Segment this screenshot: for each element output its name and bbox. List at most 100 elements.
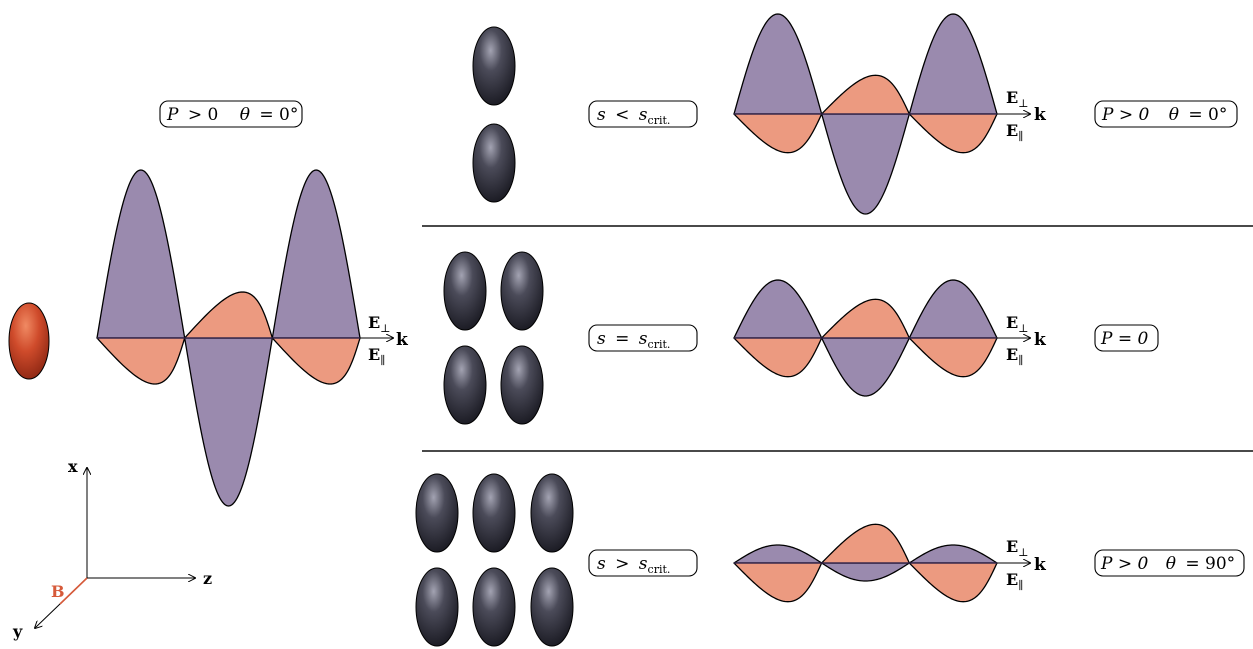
e-perp-lobe (733, 13, 823, 115)
ellipsoid (530, 473, 574, 553)
p-condition: P > 0 (1100, 554, 1148, 574)
e-par-lobe (908, 337, 998, 378)
b-field-label: B (51, 582, 65, 601)
s-symbol: s (597, 329, 606, 349)
e-par-label: E (1006, 121, 1018, 140)
ellipsoid (443, 345, 487, 425)
e-perp-label: E (1006, 537, 1018, 556)
e-perp-lobe (908, 13, 998, 115)
svg-text:P > 0 θ =: P > 0 θ = 0° (1101, 105, 1227, 125)
e-par-subscript: ∥ (1018, 354, 1023, 367)
svg-text:s = scrit.: s = scrit. (597, 329, 670, 351)
row-1: s < scrit. E⊥ k E∥ P > 0 θ = 0° (472, 13, 1238, 215)
crit-subscript: crit. (648, 563, 671, 576)
theta-symbol: θ (1166, 554, 1176, 574)
s-crit-symbol: s (639, 554, 648, 574)
row-3: s > scrit. E⊥ k E∥ P > 0 θ = 90° (415, 473, 1245, 647)
relation: = (615, 329, 629, 349)
k-label: k (396, 330, 409, 350)
e-perp-label: E (1006, 313, 1018, 332)
crit-subscript: crit. (648, 114, 671, 127)
b-vector (59, 577, 88, 605)
result-label: P > 0 θ = 90° (1094, 549, 1245, 577)
s-symbol: s (597, 105, 606, 125)
e-perp-lobe (821, 113, 910, 215)
k-label: k (1034, 330, 1047, 350)
svg-text:P > 0 θ =: P > 0 θ = 90° (1100, 554, 1235, 574)
condition-label: s < scrit. (588, 100, 698, 128)
e-par-lobe (271, 337, 361, 385)
row-wave (733, 279, 998, 397)
ellipsoid (472, 567, 516, 647)
ellipsoid (415, 567, 459, 647)
svg-text:E∥: E∥ (368, 345, 385, 367)
x-axis-label: x (68, 457, 78, 476)
condition-label: s = scrit. (588, 324, 698, 352)
theta-value: = 90° (1185, 554, 1235, 574)
e-perp-subscript: ⊥ (1018, 546, 1028, 559)
e-perp-lobe (821, 337, 910, 397)
svg-text:E∥: E∥ (1006, 345, 1023, 367)
e-par-lobe (733, 562, 823, 603)
e-par-lobe (96, 337, 186, 385)
theta-value: = 0° (1188, 105, 1227, 125)
e-par-lobe (733, 337, 823, 378)
svg-text:P > 0 θ: P > 0 θ = 0° (166, 105, 298, 125)
ellipsoid (472, 123, 516, 203)
e-par-subscript: ∥ (1018, 130, 1023, 143)
svg-text:E⊥: E⊥ (1006, 313, 1029, 335)
e-perp-lobe (908, 279, 998, 339)
row-wave (733, 523, 998, 603)
e-par-lobe (908, 113, 998, 154)
e-perp-lobe (733, 544, 823, 564)
k-label: k (1034, 555, 1047, 575)
z-axis-label: z (203, 569, 212, 588)
e-perp-subscript: ⊥ (380, 322, 390, 335)
svg-text:E∥: E∥ (1006, 570, 1023, 592)
p-condition: P > 0 (1101, 105, 1149, 125)
e-par-label: E (1006, 345, 1018, 364)
left-field-labels: E⊥ k E∥ (360, 313, 409, 367)
theta-value: = 0° (259, 105, 298, 125)
p-symbol: P (166, 105, 179, 125)
field-labels: E⊥ k E∥ (997, 88, 1047, 143)
ellipsoid (530, 567, 574, 647)
svg-text:s < scrit.: s < scrit. (597, 105, 670, 127)
e-perp-lobe (821, 562, 910, 582)
ellipsoid (500, 251, 544, 331)
svg-text:P = 0: P = 0 (1100, 329, 1148, 349)
row-wave (733, 13, 998, 215)
theta-symbol: θ (240, 105, 250, 125)
row-2: s = scrit. E⊥ k E∥ P = 0 (443, 251, 1159, 425)
y-axis-label: y (12, 622, 23, 641)
field-labels: E⊥ k E∥ (997, 313, 1047, 367)
left-panel: P > 0 θ = 0° E⊥ k E∥ x z y B (8, 100, 409, 641)
e-perp-subscript: ⊥ (1018, 97, 1028, 110)
e-par-lobe (184, 291, 273, 339)
e-perp-lobe (96, 169, 186, 339)
red-ellipsoid (8, 302, 50, 380)
left-wave (96, 169, 361, 507)
s-symbol: s (597, 554, 606, 574)
ellipsoid (415, 473, 459, 553)
p-relation: > 0 (188, 105, 218, 125)
svg-text:s > scrit.: s > scrit. (597, 554, 670, 576)
theta-symbol: θ (1169, 105, 1179, 125)
e-par-lobe (733, 113, 823, 154)
s-crit-symbol: s (639, 329, 648, 349)
field-labels: E⊥ k E∥ (997, 537, 1047, 592)
e-par-lobe (821, 74, 910, 115)
e-perp-lobe (271, 169, 361, 339)
relation: < (615, 105, 629, 125)
e-par-label: E (1006, 570, 1018, 589)
ellipsoid (443, 251, 487, 331)
ellipsoid (472, 26, 516, 106)
e-perp-lobe (908, 544, 998, 564)
relation: > (615, 554, 629, 574)
ellipsoid (500, 345, 544, 425)
e-perp-subscript: ⊥ (1018, 322, 1028, 335)
e-perp-label: E (368, 313, 380, 332)
result-label: P > 0 θ = 0° (1094, 100, 1238, 128)
e-perp-lobe (733, 279, 823, 339)
